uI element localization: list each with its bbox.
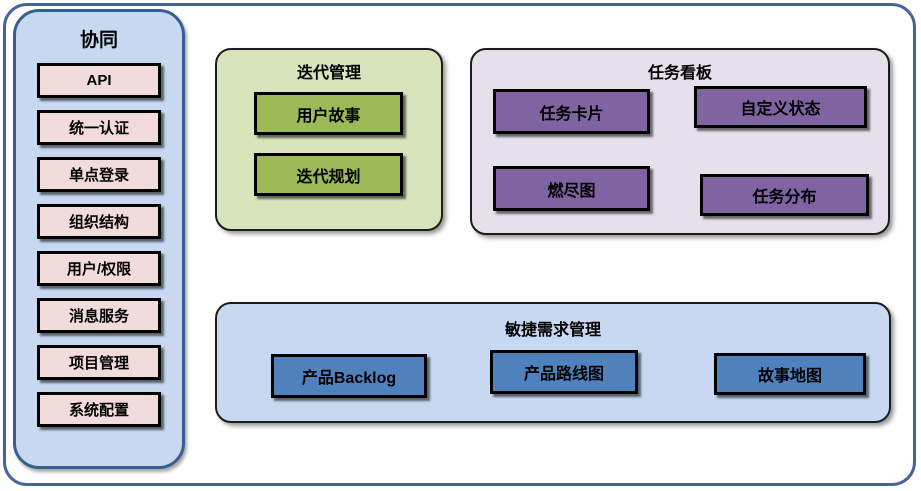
sidebar-item-project-management: 项目管理 bbox=[37, 345, 161, 380]
collaboration-panel: 协同 API 统一认证 单点登录 组织结构 用户/权限 消息服务 项目管理 系统… bbox=[13, 9, 185, 469]
group-iteration-management: 迭代管理 用户故事 迭代规划 bbox=[215, 48, 443, 231]
feature-box-burndown-chart: 燃尽图 bbox=[493, 166, 650, 211]
group-task-board: 任务看板 任务卡片 自定义状态 燃尽图 任务分布 bbox=[470, 48, 890, 235]
feature-box-task-card: 任务卡片 bbox=[493, 89, 650, 134]
collaboration-panel-title: 协同 bbox=[79, 30, 118, 51]
task-board-title: 任务看板 bbox=[647, 65, 712, 82]
sidebar-item-single-sign-on: 单点登录 bbox=[37, 157, 161, 192]
feature-box-iteration-planning: 迭代规划 bbox=[254, 153, 403, 196]
sidebar-item-api: API bbox=[37, 63, 161, 98]
sidebar-item-unified-auth: 统一认证 bbox=[37, 110, 161, 145]
collaboration-item-list: API 统一认证 单点登录 组织结构 用户/权限 消息服务 项目管理 系统配置 bbox=[37, 63, 161, 427]
sidebar-item-user-permissions: 用户/权限 bbox=[37, 251, 161, 286]
feature-box-task-distribution: 任务分布 bbox=[700, 174, 869, 216]
sidebar-item-message-service: 消息服务 bbox=[37, 298, 161, 333]
feature-box-story-map: 故事地图 bbox=[714, 353, 866, 395]
sidebar-item-system-config: 系统配置 bbox=[37, 392, 161, 427]
feature-box-product-roadmap: 产品路线图 bbox=[490, 350, 638, 394]
sidebar-item-org-structure: 组织结构 bbox=[37, 204, 161, 239]
iteration-management-title: 迭代管理 bbox=[296, 65, 361, 82]
feature-box-product-backlog: 产品Backlog bbox=[271, 354, 427, 398]
agile-requirements-title: 敏捷需求管理 bbox=[504, 322, 601, 339]
feature-box-user-story: 用户故事 bbox=[254, 92, 403, 135]
feature-box-custom-status: 自定义状态 bbox=[694, 86, 867, 128]
group-agile-requirements: 敏捷需求管理 产品Backlog 产品路线图 故事地图 bbox=[215, 302, 891, 423]
